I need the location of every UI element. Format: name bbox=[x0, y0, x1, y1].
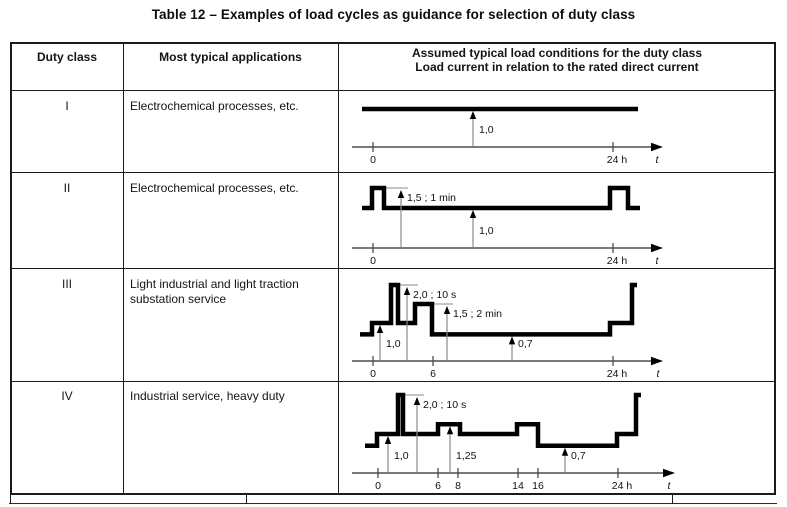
chart-text: 1,5 ; 1 min bbox=[407, 192, 456, 204]
next-row-top-border bbox=[9, 503, 777, 504]
chart-text: t bbox=[656, 154, 660, 166]
chart-text: 0 bbox=[370, 368, 376, 380]
chart-text: 1,0 bbox=[394, 450, 409, 462]
chart-text: 2,0 ; 10 s bbox=[423, 399, 466, 411]
header-load-conditions-line2: Load current in relation to the rated di… bbox=[415, 59, 699, 74]
load-chart-row-4: 0 6 8 14 16 24 h t 1,0 2,0 ; 10 s 1,25 0,7 bbox=[352, 392, 675, 492]
chart-text: 6 bbox=[430, 368, 436, 380]
table-row-divider-1 bbox=[10, 172, 774, 173]
table-col-divider-2 bbox=[338, 42, 339, 493]
chart-text: 24 h bbox=[612, 480, 633, 492]
table-row-divider-header bbox=[10, 90, 774, 91]
load-profile-line bbox=[365, 392, 641, 448]
table-row-divider-2 bbox=[10, 268, 774, 269]
header-load-conditions-line1: Assumed typical load conditions for the … bbox=[411, 46, 703, 60]
chart-text: 14 bbox=[512, 480, 524, 492]
chart-text: 0,7 bbox=[571, 450, 586, 462]
chart-text: 0,7 bbox=[518, 338, 533, 350]
chart-text: t bbox=[657, 368, 661, 380]
chart-text: 0 bbox=[375, 480, 381, 492]
chart-text: 6 bbox=[435, 480, 441, 492]
duty-class-cell-3: III bbox=[61, 277, 72, 291]
chart-text: 2,0 ; 10 s bbox=[413, 289, 456, 301]
table-row-divider-3 bbox=[10, 381, 774, 382]
header-applications: Most typical applications bbox=[159, 50, 302, 64]
chart-text: t bbox=[668, 480, 672, 492]
chart-text: 24 h bbox=[607, 154, 628, 166]
chart-text: 0 bbox=[370, 154, 376, 166]
duty-class-cell-1: I bbox=[65, 99, 69, 113]
table-title: Table 12 – Examples of load cycles as gu… bbox=[151, 7, 636, 22]
chart-text: 1,25 bbox=[456, 450, 477, 462]
header-load-conditions: Assumed typical load conditions for the … bbox=[339, 46, 775, 74]
chart-text: 1,0 bbox=[479, 225, 494, 237]
chart-text: 1,5 ; 2 min bbox=[453, 308, 502, 320]
chart-text: 8 bbox=[455, 480, 461, 492]
chart-text: 0 bbox=[370, 255, 376, 267]
header-duty-class: Duty class bbox=[36, 50, 98, 64]
application-cell-4: Industrial service, heavy duty bbox=[130, 389, 285, 403]
chart-text: 24 h bbox=[607, 368, 628, 380]
load-profile-line bbox=[360, 282, 637, 337]
load-chart-row-1: 0 24 h t 1,0 bbox=[352, 106, 663, 166]
application-cell-2: Electrochemical processes, etc. bbox=[130, 181, 299, 195]
chart-text: 24 h bbox=[607, 255, 628, 267]
duty-class-cell-4: IV bbox=[61, 389, 73, 403]
application-cell-1: Electrochemical processes, etc. bbox=[130, 99, 299, 113]
load-profile-line bbox=[362, 185, 640, 211]
chart-text: 1,0 bbox=[479, 124, 494, 136]
load-chart-row-3: 0 6 24 h t 1,0 2,0 ; 10 s 1,5 ; 2 min 0,7 bbox=[352, 282, 663, 380]
duty-class-cell-2: II bbox=[63, 181, 71, 195]
load-chart-row-2: 0 24 h t 1,5 ; 1 min 1,0 bbox=[352, 185, 663, 267]
next-row-stub-right bbox=[672, 493, 673, 504]
next-row-stub-left bbox=[10, 493, 11, 504]
table-col-divider-1 bbox=[123, 42, 124, 493]
application-cell-3: Light industrial and light traction subs… bbox=[130, 277, 299, 306]
chart-text: 1,0 bbox=[386, 338, 401, 350]
next-row-stub-mid bbox=[246, 493, 247, 504]
chart-text: t bbox=[656, 255, 660, 267]
chart-text: 16 bbox=[532, 480, 544, 492]
